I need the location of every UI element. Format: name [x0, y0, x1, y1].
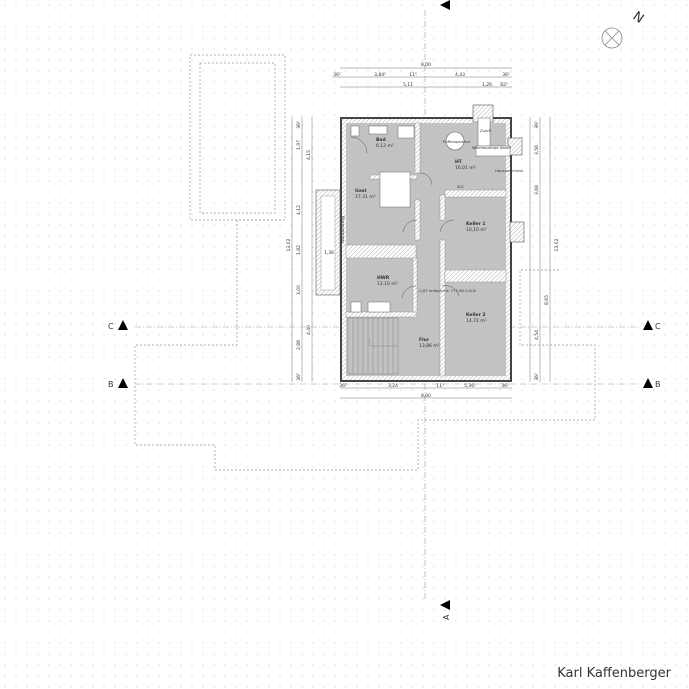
room-area: 10,10 m²: [466, 227, 487, 233]
site-outline: [134, 54, 596, 471]
section-c-right-icon: [643, 320, 653, 330]
room-name: HT: [455, 159, 463, 165]
dim-right-total: 13,02: [554, 238, 560, 251]
dim-bottom: 36²: [339, 383, 347, 389]
signature: Karl Kaffenberger: [557, 666, 671, 681]
room-area: 13,86 m²: [419, 343, 440, 349]
dim-left: 4,15: [306, 150, 312, 160]
room-area: 14,72 m²: [466, 318, 487, 324]
room-area: 12,10 m²: [377, 281, 398, 287]
section-b-right-label: B: [655, 380, 661, 389]
dim-bottom: 5,36⁵: [464, 383, 476, 389]
room-area: 16,01 m²: [455, 165, 476, 171]
room-name: Flur: [419, 337, 430, 343]
section-c-right-label: C: [655, 322, 661, 331]
hausanschluss-label: Hausanschluss: [495, 168, 523, 173]
section-a-label: A: [442, 614, 451, 620]
dim-left: 4,12: [296, 205, 302, 215]
dim-right: 36²: [534, 373, 540, 381]
waermepumpe-label: Wärmepumpe Abluft: [472, 145, 512, 150]
dim-top-total: 8,00: [421, 62, 431, 68]
room-name: Bad: [376, 137, 386, 143]
room-name: Keller 1: [466, 221, 486, 227]
section-b-left-label: B: [108, 380, 114, 389]
dim-bottom: 3,24: [388, 383, 398, 389]
dim-top: 11⁵: [409, 72, 417, 78]
dim-left: 36²: [296, 121, 302, 129]
dimension-lines: [291, 67, 551, 399]
dim-right: 36²: [534, 121, 540, 129]
dim-top: 36²: [502, 72, 510, 78]
section-c-left-label: C: [108, 322, 114, 331]
room-name: HWR: [377, 275, 390, 281]
room-name: Keller 2: [466, 312, 486, 318]
dim-bottom: 11⁵: [436, 383, 444, 389]
dim-top: 82⁵: [500, 82, 508, 88]
dim-top: 4,43: [455, 72, 465, 78]
hvac-label: SLV: [457, 184, 464, 189]
pufferspeicher-label: Pufferspeicher: [443, 139, 471, 144]
dim-left: 4,40: [306, 325, 312, 335]
window-width-label: 1,36: [324, 250, 334, 256]
dim-left: 2,88: [296, 340, 302, 350]
section-b-right-icon: [643, 378, 653, 388]
dim-left-total: 13,02: [286, 238, 292, 251]
dim-top: 1,26: [482, 82, 492, 88]
section-b-left-icon: [118, 378, 128, 388]
notausstieg-label: Notausstieg: [340, 216, 346, 243]
dim-right: 3,56: [534, 145, 540, 155]
building: [315, 104, 525, 382]
dim-right: 4,54: [534, 330, 540, 340]
section-c-left-icon: [118, 320, 128, 330]
dim-top: 36²: [333, 72, 341, 78]
dim-right: 8,65: [544, 295, 550, 305]
dim-left: 36²: [296, 373, 302, 381]
level-label: -2,87 entspricht: 171,80 ü.N.N: [418, 288, 476, 293]
dim-top: 3,84²: [374, 72, 386, 78]
section-markers: A C B C B: [108, 0, 661, 620]
section-a-top-arrow-icon: [440, 0, 450, 10]
room-area: 17,31 m²: [355, 194, 376, 200]
dim-right: 3,68: [534, 185, 540, 195]
dim-top: 5,11: [403, 82, 413, 88]
dim-left: 3,00: [296, 285, 302, 295]
dim-left: 1,97: [296, 140, 302, 150]
room-area: 6,12 m²: [376, 143, 394, 149]
dim-left: 1,82: [296, 245, 302, 255]
room-name: Gast: [355, 188, 367, 194]
section-a-bottom-arrow-icon: [440, 600, 450, 610]
zuluft-label: Zuluft: [480, 128, 492, 133]
dim-bottom-total: 8,00: [421, 393, 431, 399]
dim-bottom: 36²: [501, 383, 509, 389]
